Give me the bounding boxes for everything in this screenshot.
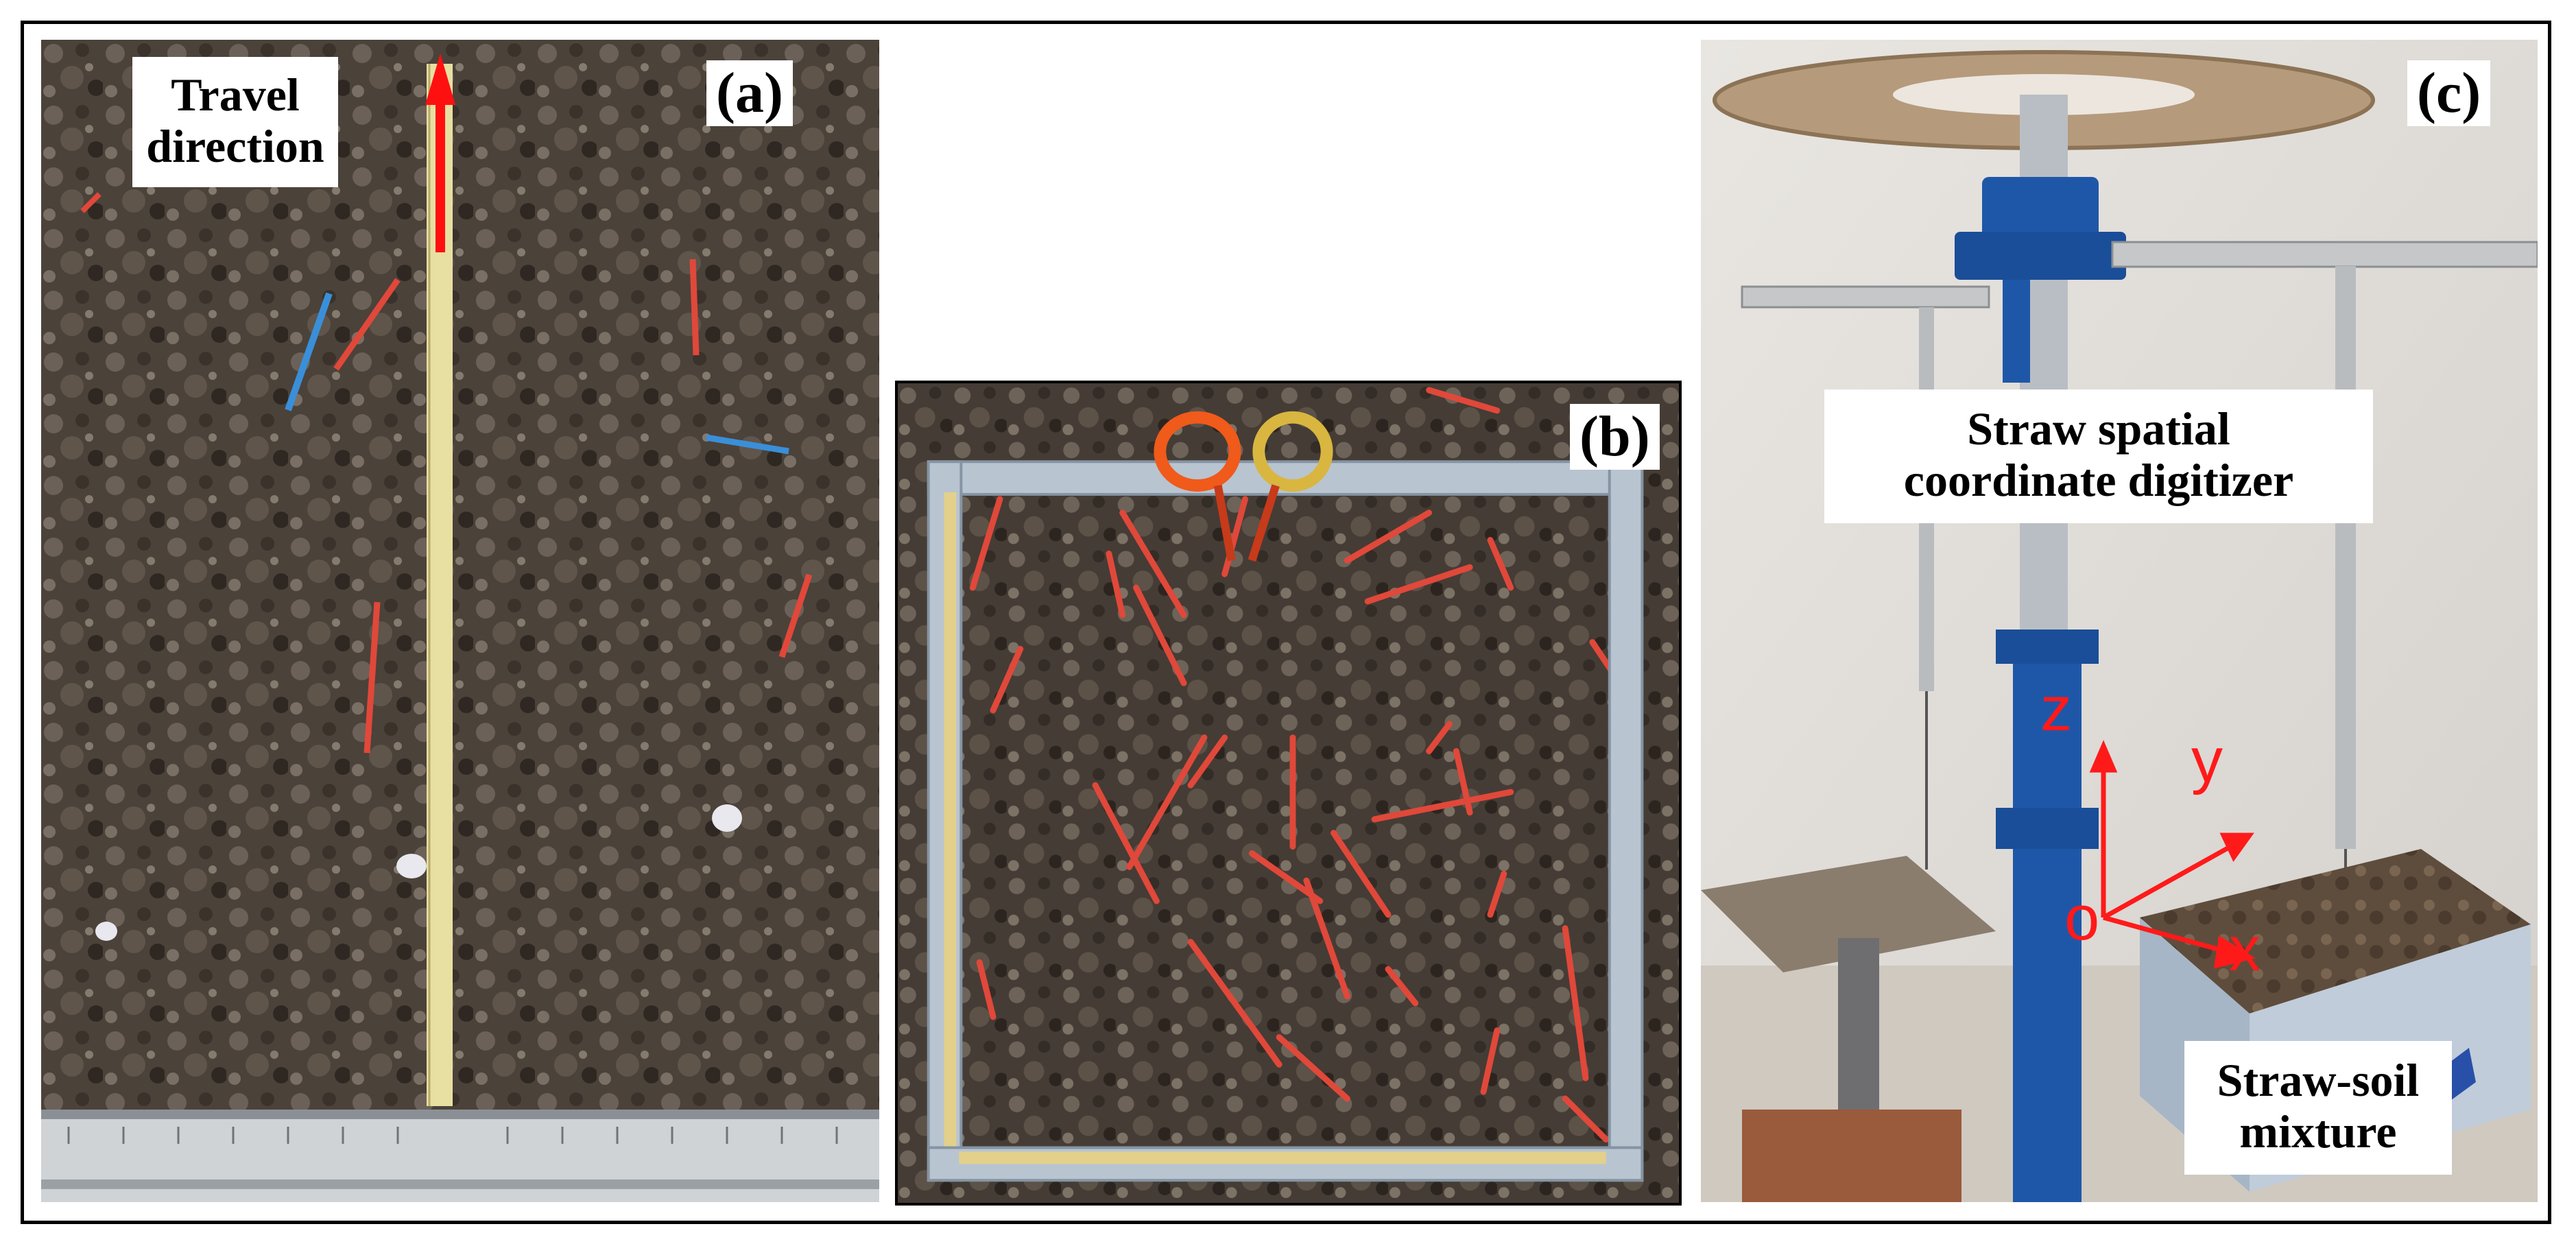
soil-box-top bbox=[2140, 849, 2531, 1014]
mixture-line1: Straw-soil bbox=[2217, 1054, 2420, 1106]
travel-direction-line2: direction bbox=[146, 119, 324, 172]
quadrat-soil-image bbox=[898, 383, 1679, 1203]
panel-b-tag: (b) bbox=[1570, 404, 1660, 470]
digitizer-line2: coordinate digitizer bbox=[1903, 453, 2294, 506]
axis-y-label: y bbox=[2191, 726, 2223, 795]
digitizer-apparatus-image bbox=[1701, 40, 2538, 1202]
coordinate-axes bbox=[2089, 740, 2256, 969]
mixture-label: Straw-soil mixture bbox=[2184, 1041, 2452, 1175]
horizontal-arm bbox=[2111, 241, 2538, 268]
travel-direction-line1: Travel bbox=[171, 69, 300, 121]
side-platform bbox=[1701, 856, 1996, 972]
soil-field-image bbox=[41, 40, 879, 1202]
panel-b-photo: (b) bbox=[895, 381, 1682, 1206]
mixture-line2: mixture bbox=[2239, 1105, 2397, 1158]
panel-c-tag: (c) bbox=[2407, 60, 2491, 126]
scissors bbox=[1154, 411, 1333, 562]
travel-direction-label: Travel direction bbox=[132, 57, 338, 187]
panel-a-tag: (a) bbox=[706, 60, 793, 126]
straw-marker bbox=[285, 292, 333, 411]
panel-a-photo: Travel direction (a) bbox=[41, 40, 879, 1202]
travel-arrow bbox=[425, 53, 455, 105]
panel-c-photo: Straw spatial coordinate digitizer Straw… bbox=[1701, 40, 2538, 1202]
axis-x-label: x bbox=[2229, 914, 2261, 984]
digitizer-line1: Straw spatial bbox=[1967, 403, 2230, 455]
digitizer-label: Straw spatial coordinate digitizer bbox=[1824, 390, 2373, 523]
blue-column bbox=[2013, 636, 2082, 1202]
axis-z-label: z bbox=[2040, 674, 2072, 744]
axis-origin-label: o bbox=[2064, 883, 2100, 953]
